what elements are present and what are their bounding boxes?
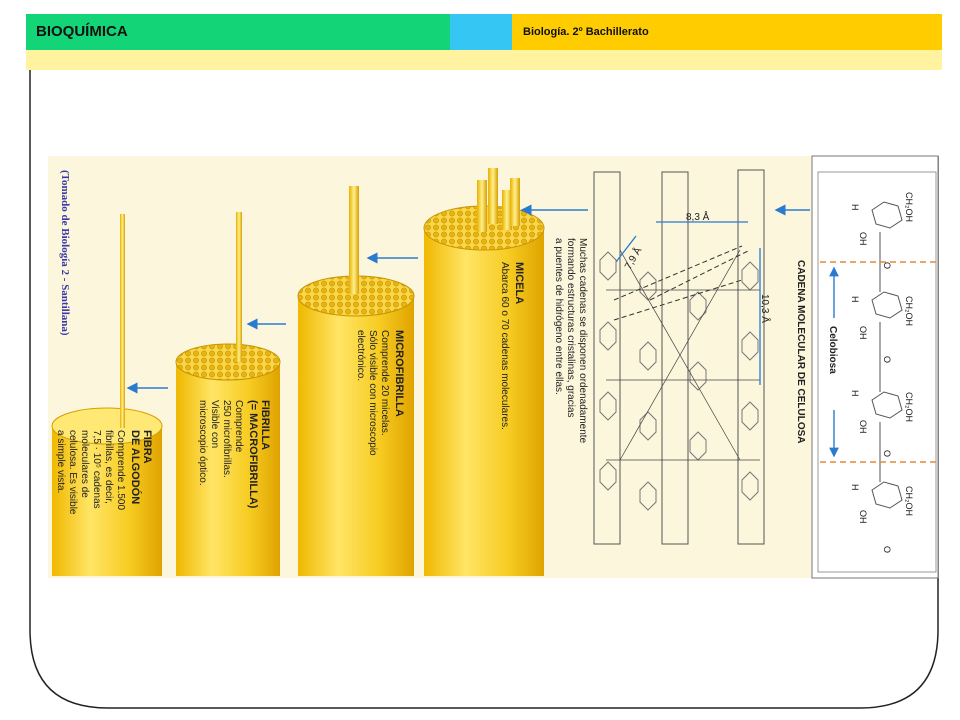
h-2: H bbox=[850, 296, 860, 303]
header-title: BIOQUÍMICA bbox=[36, 23, 128, 40]
fibril-cylinder bbox=[175, 212, 281, 576]
oh-1: OH bbox=[858, 232, 868, 246]
header-subtitle: Biología. 2º Bachillerato bbox=[523, 26, 649, 38]
ch2oh-1: CH₂OH bbox=[904, 192, 914, 222]
o-3: O bbox=[882, 450, 892, 457]
microfibril-cylinder bbox=[297, 186, 415, 576]
molecule-title: CADENA MOLECULAR DE CELULOSA bbox=[795, 260, 806, 444]
o-2: O bbox=[882, 356, 892, 363]
fibril-line-1: Comprende bbox=[233, 400, 244, 453]
oh-2: OH bbox=[858, 326, 868, 340]
o-4: O bbox=[882, 546, 892, 553]
micelle-line-1: Abarca 60 o 70 cadenas moleculares. bbox=[499, 262, 510, 430]
oh-4: OH bbox=[858, 510, 868, 524]
microfibril-text: MICROFIBRILLA Comprende 20 micelas. Sólo… bbox=[355, 330, 405, 456]
credit-text: (Tomado de Biología 2 - Santillana) bbox=[59, 170, 71, 336]
ch2oh-2: CH₂OH bbox=[904, 296, 914, 326]
molecule-title-group: CADENA MOLECULAR DE CELULOSA bbox=[795, 260, 806, 444]
cotton-line-2: fibrillas, es decir, bbox=[103, 430, 114, 504]
credit-group: (Tomado de Biología 2 - Santillana) bbox=[59, 170, 71, 336]
flow-arrows bbox=[126, 204, 810, 394]
ch2oh-4: CH₂OH bbox=[904, 486, 914, 516]
microfibril-line-3: electrónico. bbox=[355, 330, 366, 381]
dist-8-3: 8,3 Å bbox=[686, 210, 710, 223]
chains-line-2: formando estructuras cristalinas, gracia… bbox=[565, 238, 576, 418]
slide-frame bbox=[29, 70, 939, 709]
molecule-panel bbox=[811, 155, 939, 579]
cotton-text: FIBRA DE ALGODÓN Comprende 1.500 fibrill… bbox=[55, 430, 153, 515]
h-1: H bbox=[850, 204, 860, 211]
chains-text: Muchas cadenas se disponen ordenadamente… bbox=[553, 238, 588, 444]
microfibril-title: MICROFIBRILLA bbox=[393, 330, 405, 417]
micelle-title: MICELA bbox=[513, 262, 525, 304]
cotton-fiber-cylinder bbox=[51, 214, 163, 576]
cellobiose-group: Celobiosa bbox=[827, 326, 838, 374]
o-1: O bbox=[882, 262, 892, 269]
header-blue-block bbox=[450, 14, 512, 50]
microfibril-line-2: Sólo visible con microscopio bbox=[367, 330, 378, 456]
dist-10-3: 10,3 Å bbox=[759, 294, 772, 323]
cotton-line-1: Comprende 1.500 bbox=[115, 430, 126, 510]
header-bar: BIOQUÍMICA Biología. 2º Bachillerato bbox=[26, 14, 942, 50]
header-green-block bbox=[26, 14, 450, 50]
microfibril-line-1: Comprende 20 micelas. bbox=[379, 330, 390, 436]
cotton-line-6: a simple vista. bbox=[55, 430, 66, 493]
micelle-cylinder bbox=[423, 168, 545, 576]
cotton-title-2: DE ALGODÓN bbox=[129, 430, 142, 504]
micelle-text: MICELA Abarca 60 o 70 cadenas moleculare… bbox=[499, 262, 525, 430]
fibril-line-3: Visible con bbox=[209, 400, 220, 448]
fibril-line-4: microscopio óptico. bbox=[197, 400, 208, 486]
cotton-line-4: moleculares de bbox=[79, 430, 90, 498]
oh-3: OH bbox=[858, 420, 868, 434]
h-4: H bbox=[850, 484, 860, 491]
cotton-line-5: celulosa. Es visible bbox=[67, 430, 78, 515]
cotton-title-1: FIBRA bbox=[141, 430, 153, 464]
cotton-line-3: 7,5 · 10⁵ cadenas bbox=[91, 430, 102, 509]
fibril-title-2: (= MACROFIBRILLA) bbox=[247, 400, 259, 509]
chains-line-3: a puentes de hidrógeno entre ellas. bbox=[553, 238, 564, 395]
header-yellow-block bbox=[512, 14, 942, 50]
chains-line-1: Muchas cadenas se disponen ordenadamente bbox=[577, 238, 588, 444]
ch2oh-3: CH₂OH bbox=[904, 392, 914, 422]
fibril-line-2: 250 microfibrillas. bbox=[221, 400, 232, 478]
chains-diagram bbox=[593, 169, 765, 545]
fibril-text: FIBRILLA (= MACROFIBRILLA) Comprende 250… bbox=[197, 400, 271, 509]
fibril-title-1: FIBRILLA bbox=[259, 400, 271, 450]
header-band bbox=[26, 50, 942, 70]
h-3: H bbox=[850, 390, 860, 397]
molecule-labels: CH₂OH CH₂OH CH₂OH CH₂OH OH OH OH OH H H … bbox=[850, 192, 914, 553]
cellobiose-label: Celobiosa bbox=[827, 326, 838, 374]
